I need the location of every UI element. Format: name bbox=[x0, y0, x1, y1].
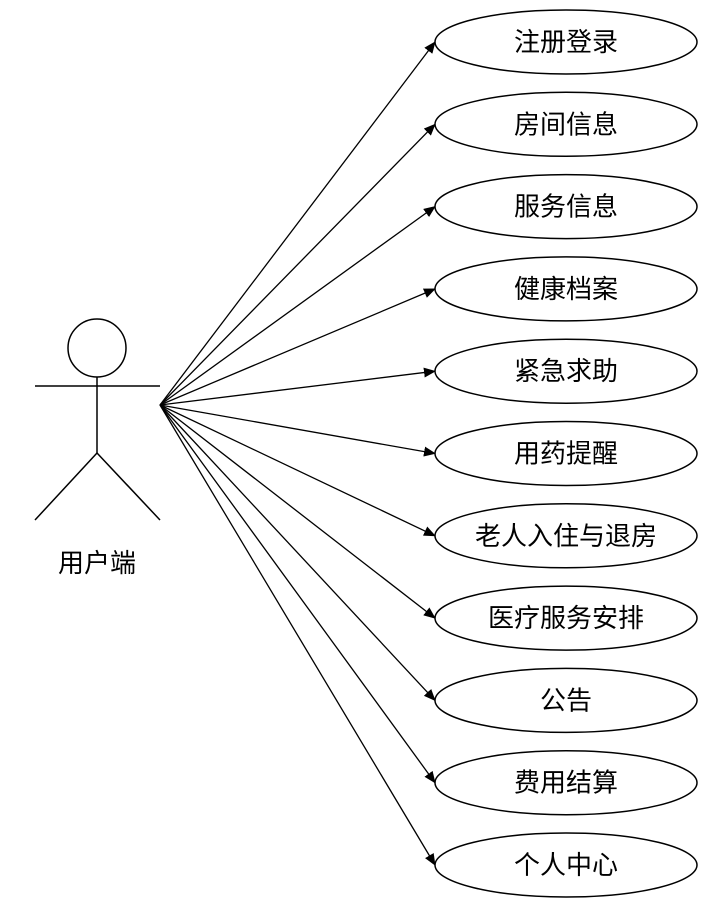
use-case-label: 用药提醒 bbox=[514, 440, 618, 470]
use-case: 医疗服务安排 bbox=[434, 585, 698, 651]
association-arrow bbox=[159, 367, 436, 406]
use-case-label: 紧急求助 bbox=[514, 357, 618, 387]
use-case-label: 医疗服务安排 bbox=[488, 604, 644, 634]
association-arrow bbox=[159, 404, 436, 702]
use-case: 注册登录 bbox=[434, 9, 698, 75]
association-arrow bbox=[159, 206, 436, 406]
actor: 用户端 bbox=[34, 318, 161, 579]
actor-right-leg bbox=[96, 452, 161, 521]
use-case-ellipse bbox=[434, 9, 698, 75]
association-arrow bbox=[159, 41, 436, 406]
actor-left-leg bbox=[34, 452, 98, 521]
association-arrow bbox=[159, 123, 436, 406]
use-case: 个人中心 bbox=[434, 832, 698, 898]
use-case-ellipse bbox=[434, 91, 698, 158]
use-case-list: 注册登录房间信息服务信息健康档案紧急求助用药提醒老人入住与退房医疗服务安排公告费… bbox=[434, 9, 698, 898]
actor-head bbox=[67, 318, 127, 378]
use-case-label: 费用结算 bbox=[514, 769, 618, 799]
association-arrow bbox=[159, 404, 436, 537]
use-case: 紧急求助 bbox=[434, 338, 698, 404]
use-case-label: 健康档案 bbox=[514, 275, 618, 305]
association-arrow bbox=[159, 404, 436, 457]
use-case-ellipse bbox=[434, 338, 698, 404]
use-case-label: 老人入住与退房 bbox=[475, 522, 657, 552]
association-arrows bbox=[159, 41, 436, 866]
use-case-ellipse bbox=[434, 256, 698, 322]
use-case-ellipse bbox=[434, 585, 698, 651]
use-case: 老人入住与退房 bbox=[434, 503, 698, 569]
use-case-label: 个人中心 bbox=[514, 851, 618, 881]
use-case-ellipse bbox=[434, 832, 698, 898]
association-arrow bbox=[159, 288, 436, 406]
use-case: 房间信息 bbox=[434, 91, 698, 158]
use-case-ellipse bbox=[434, 173, 698, 240]
actor-label: 用户端 bbox=[58, 549, 136, 579]
use-case: 费用结算 bbox=[434, 749, 698, 816]
use-case: 用药提醒 bbox=[434, 420, 698, 487]
use-case-ellipse bbox=[434, 749, 698, 816]
use-case-label: 服务信息 bbox=[514, 193, 618, 223]
association-arrow bbox=[159, 404, 436, 619]
use-case: 服务信息 bbox=[434, 173, 698, 240]
use-case-label: 公告 bbox=[540, 686, 592, 716]
use-case: 公告 bbox=[434, 667, 698, 734]
use-case-label: 房间信息 bbox=[514, 110, 618, 140]
use-case-ellipse bbox=[434, 503, 698, 569]
use-case-ellipse bbox=[434, 667, 698, 734]
use-case: 健康档案 bbox=[434, 256, 698, 322]
use-case-label: 注册登录 bbox=[514, 28, 618, 58]
use-case-ellipse bbox=[434, 420, 698, 487]
association-arrow bbox=[159, 404, 436, 866]
association-arrow bbox=[159, 404, 436, 784]
